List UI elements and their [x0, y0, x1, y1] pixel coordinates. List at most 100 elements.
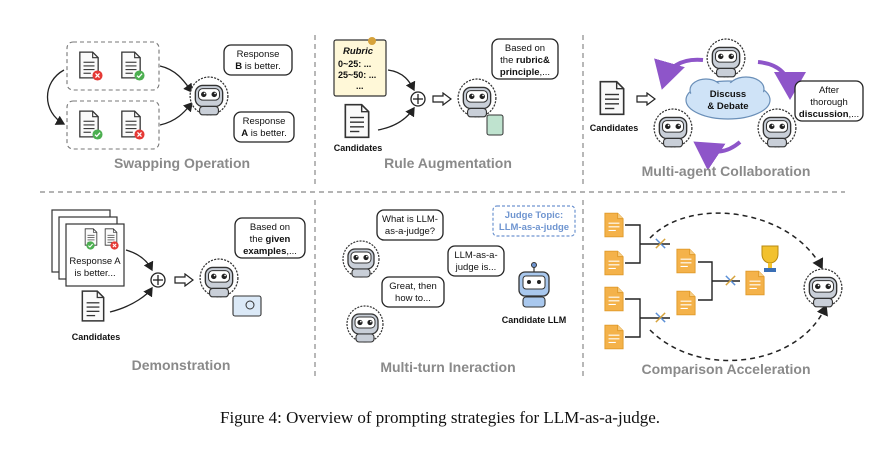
speech-bubble	[234, 217, 306, 259]
check-icon	[86, 241, 95, 250]
topic-line2: LLM-as-a-judge	[499, 222, 569, 233]
doc-text-line1: Response A	[69, 256, 121, 267]
check-icon	[134, 70, 145, 81]
winner-document-icon	[676, 290, 696, 316]
panel-multi-agent-collaboration: Candidates Discuss & Debate After thorou…	[590, 38, 864, 179]
check-icon	[92, 129, 103, 140]
acceleration-path-top	[649, 212, 824, 270]
bubble-bottom-line2: A is better.	[241, 128, 286, 139]
bubble-line1: After	[819, 85, 839, 96]
panel-rule-augmentation: Rubric 0~25: ... 25~50: ... ... Candidat…	[333, 37, 559, 171]
top-pair-box	[66, 41, 160, 91]
bubble-line3: examples,...	[243, 246, 297, 257]
rubric-title: Rubric	[343, 46, 374, 57]
candidate-document-icon	[604, 286, 624, 312]
trophy-icon	[761, 245, 779, 272]
figure-caption: Figure 4: Overview of prompting strategi…	[220, 408, 660, 427]
panel-demonstration: Response A is better... Candidates Based…	[51, 209, 306, 373]
debate-arrow	[757, 60, 806, 100]
candidates-label: Candidates	[334, 143, 383, 153]
panel-dividers	[40, 35, 845, 380]
bubble-line2: the given	[250, 234, 291, 245]
candidate-document-icon	[344, 103, 370, 139]
candidates-label: Candidates	[590, 123, 639, 133]
arrow-icon	[636, 92, 656, 106]
robot-judge-icon	[803, 268, 843, 308]
panel-title-comparison: Comparison Acceleration	[641, 361, 810, 377]
bubble-line1: Based on	[505, 43, 545, 54]
speech-bubble-bottom	[233, 111, 295, 143]
q1-line1: What is LLM-	[382, 214, 438, 225]
candidate-document-icon	[604, 324, 624, 350]
q2-line2: how to...	[395, 293, 431, 304]
doc-text-line2: is better...	[74, 268, 115, 279]
bubble-line1: Based on	[250, 222, 290, 233]
candidate-document-icon	[604, 212, 624, 238]
pin-icon	[368, 37, 376, 45]
a1-line2: judge is...	[455, 262, 497, 273]
panel-comparison-acceleration: Comparison Acceleration	[604, 212, 843, 377]
arrow-icon	[174, 273, 194, 287]
cloud-line2: & Debate	[707, 101, 748, 112]
cross-icon	[134, 129, 145, 140]
acceleration-path-bottom	[649, 304, 828, 362]
final-document-icon	[745, 270, 765, 296]
robot-agent-top-icon	[706, 38, 746, 78]
bubble-bottom-line1: Response	[243, 116, 286, 127]
robot-judge-icon	[189, 76, 229, 116]
scorecard-icon	[486, 114, 504, 136]
a1-line1: LLM-as-a-	[454, 250, 497, 261]
robot-judge-icon	[457, 78, 497, 118]
arrow-icon	[432, 92, 452, 106]
cross-icon	[110, 241, 119, 250]
panel-title-multiagent: Multi-agent Collaboration	[642, 163, 811, 179]
judge-topic-box	[492, 205, 576, 237]
plus-circle-icon	[410, 91, 426, 107]
candidates-label: Candidates	[72, 332, 121, 342]
panel-title-demonstration: Demonstration	[132, 357, 231, 373]
question-bubble-2	[381, 276, 445, 308]
winner-document-icon	[676, 248, 696, 274]
panel-swapping-operation: Response B is better. Response A is bett…	[47, 41, 295, 171]
q1-line2: as-a-judge?	[385, 226, 435, 237]
debate-arrow	[693, 140, 742, 171]
candidate-document-icon	[604, 250, 624, 276]
bubble-top-line2: B is better.	[235, 61, 280, 72]
candidate-llm-label: Candidate LLM	[502, 315, 567, 325]
robot-judge-icon	[199, 258, 239, 298]
question-bubble-1	[376, 209, 444, 241]
answer-bubble	[447, 245, 505, 277]
robot-judge-icon	[346, 305, 384, 343]
bubble-line2: thorough	[810, 97, 848, 108]
topic-line1: Judge Topic:	[505, 210, 563, 221]
rubric-line-2: 25~50: ...	[338, 70, 376, 80]
candidate-llm-icon	[518, 262, 550, 308]
cloud-icon	[685, 76, 771, 120]
robot-agent-left-icon	[653, 108, 693, 148]
swap-arrow	[47, 69, 66, 125]
bubble-line3: principle,...	[500, 67, 550, 78]
panel-title-rule: Rule Augmentation	[384, 155, 512, 171]
bracket-lines	[625, 224, 740, 338]
speech-bubble	[794, 80, 864, 122]
bubble-line3: discussion,...	[799, 109, 859, 120]
speech-bubble-top	[223, 44, 293, 76]
panel-title-multiturn: Multi-turn Ineraction	[380, 359, 515, 375]
panel-multi-turn-interaction: Judge Topic: LLM-as-a-judge What is LLM-…	[342, 205, 576, 375]
debate-arrow	[654, 57, 704, 90]
strategy-diagram: Response B is better. Response A is bett…	[40, 35, 864, 380]
robot-judge-icon	[342, 240, 380, 278]
q2-line1: Great, then	[389, 281, 437, 292]
candidate-document-icon	[599, 80, 625, 116]
speech-bubble	[491, 38, 559, 80]
robot-agent-right-icon	[757, 108, 797, 148]
rubric-line-3: ...	[356, 81, 364, 91]
cloud-line1: Discuss	[710, 89, 746, 100]
rubric-line-1: 0~25: ...	[338, 59, 371, 69]
bubble-top-line1: Response	[237, 49, 280, 60]
monitor-icon	[232, 295, 262, 317]
rubric-card	[333, 39, 387, 97]
bottom-pair-box	[66, 100, 160, 150]
plus-circle-icon	[150, 272, 166, 288]
cross-icon	[92, 70, 103, 81]
